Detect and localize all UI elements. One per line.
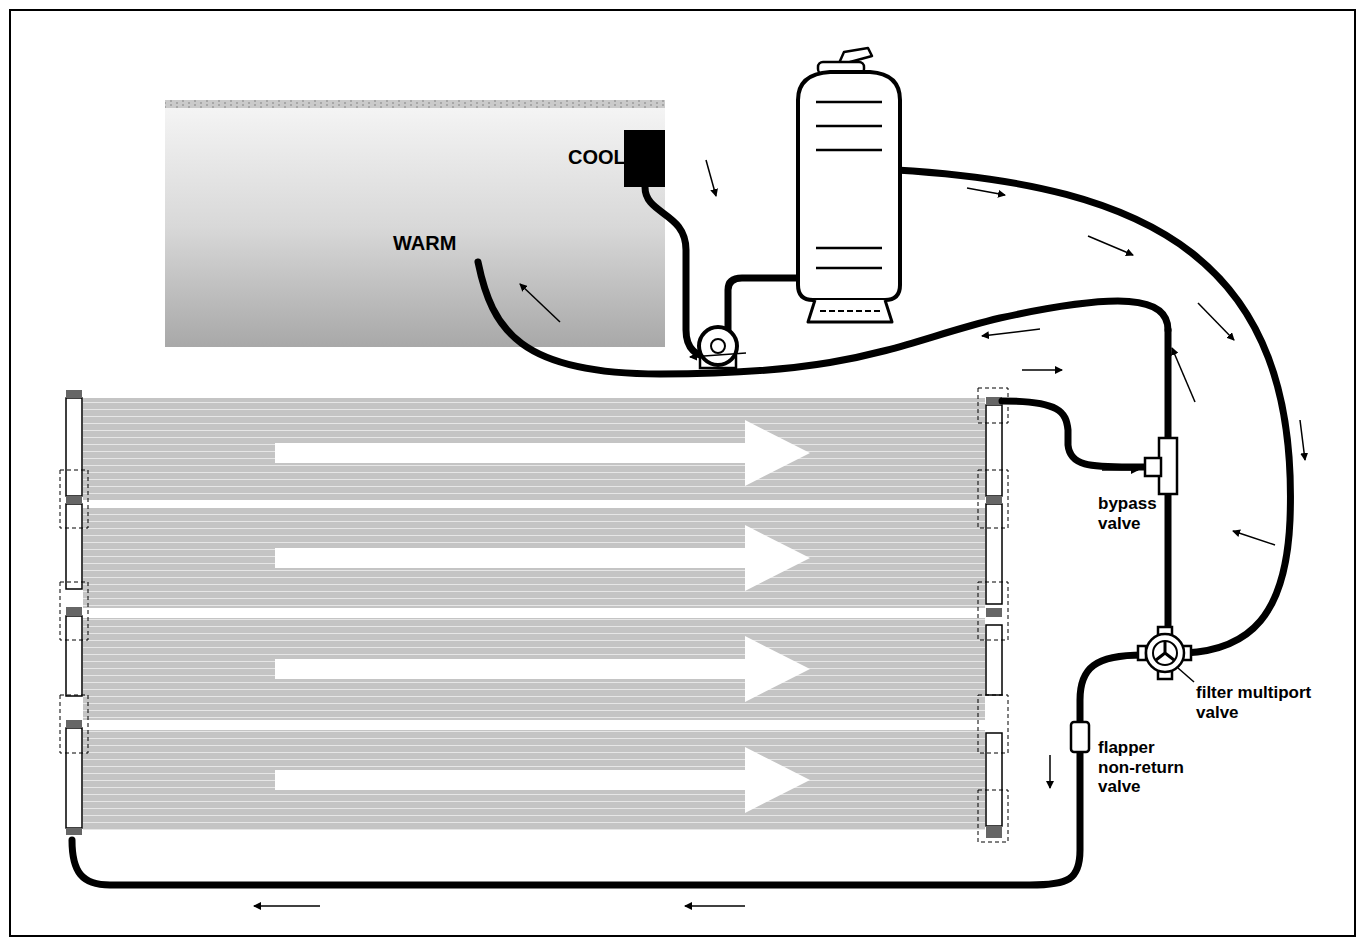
part-label: filter multiport valve	[1196, 683, 1336, 722]
solar-collectors	[60, 388, 1008, 842]
flow-arrows	[254, 160, 1305, 906]
sand-filter	[798, 48, 900, 322]
part-label: bypass valve	[1098, 494, 1158, 533]
pool	[165, 108, 665, 347]
pool-coping	[165, 100, 665, 108]
zone-label: COOL	[568, 146, 626, 169]
multiport-valve-symbol	[1138, 627, 1194, 682]
flapper-valve-symbol	[1071, 722, 1089, 752]
bypass-valve-symbol	[1145, 438, 1177, 494]
part-label: flapper non-return valve	[1098, 738, 1194, 797]
pipework	[72, 170, 1290, 885]
skimmer-inlet	[624, 130, 665, 187]
pump	[699, 327, 737, 368]
frame	[10, 10, 1355, 936]
zone-label: WARM	[393, 232, 456, 255]
